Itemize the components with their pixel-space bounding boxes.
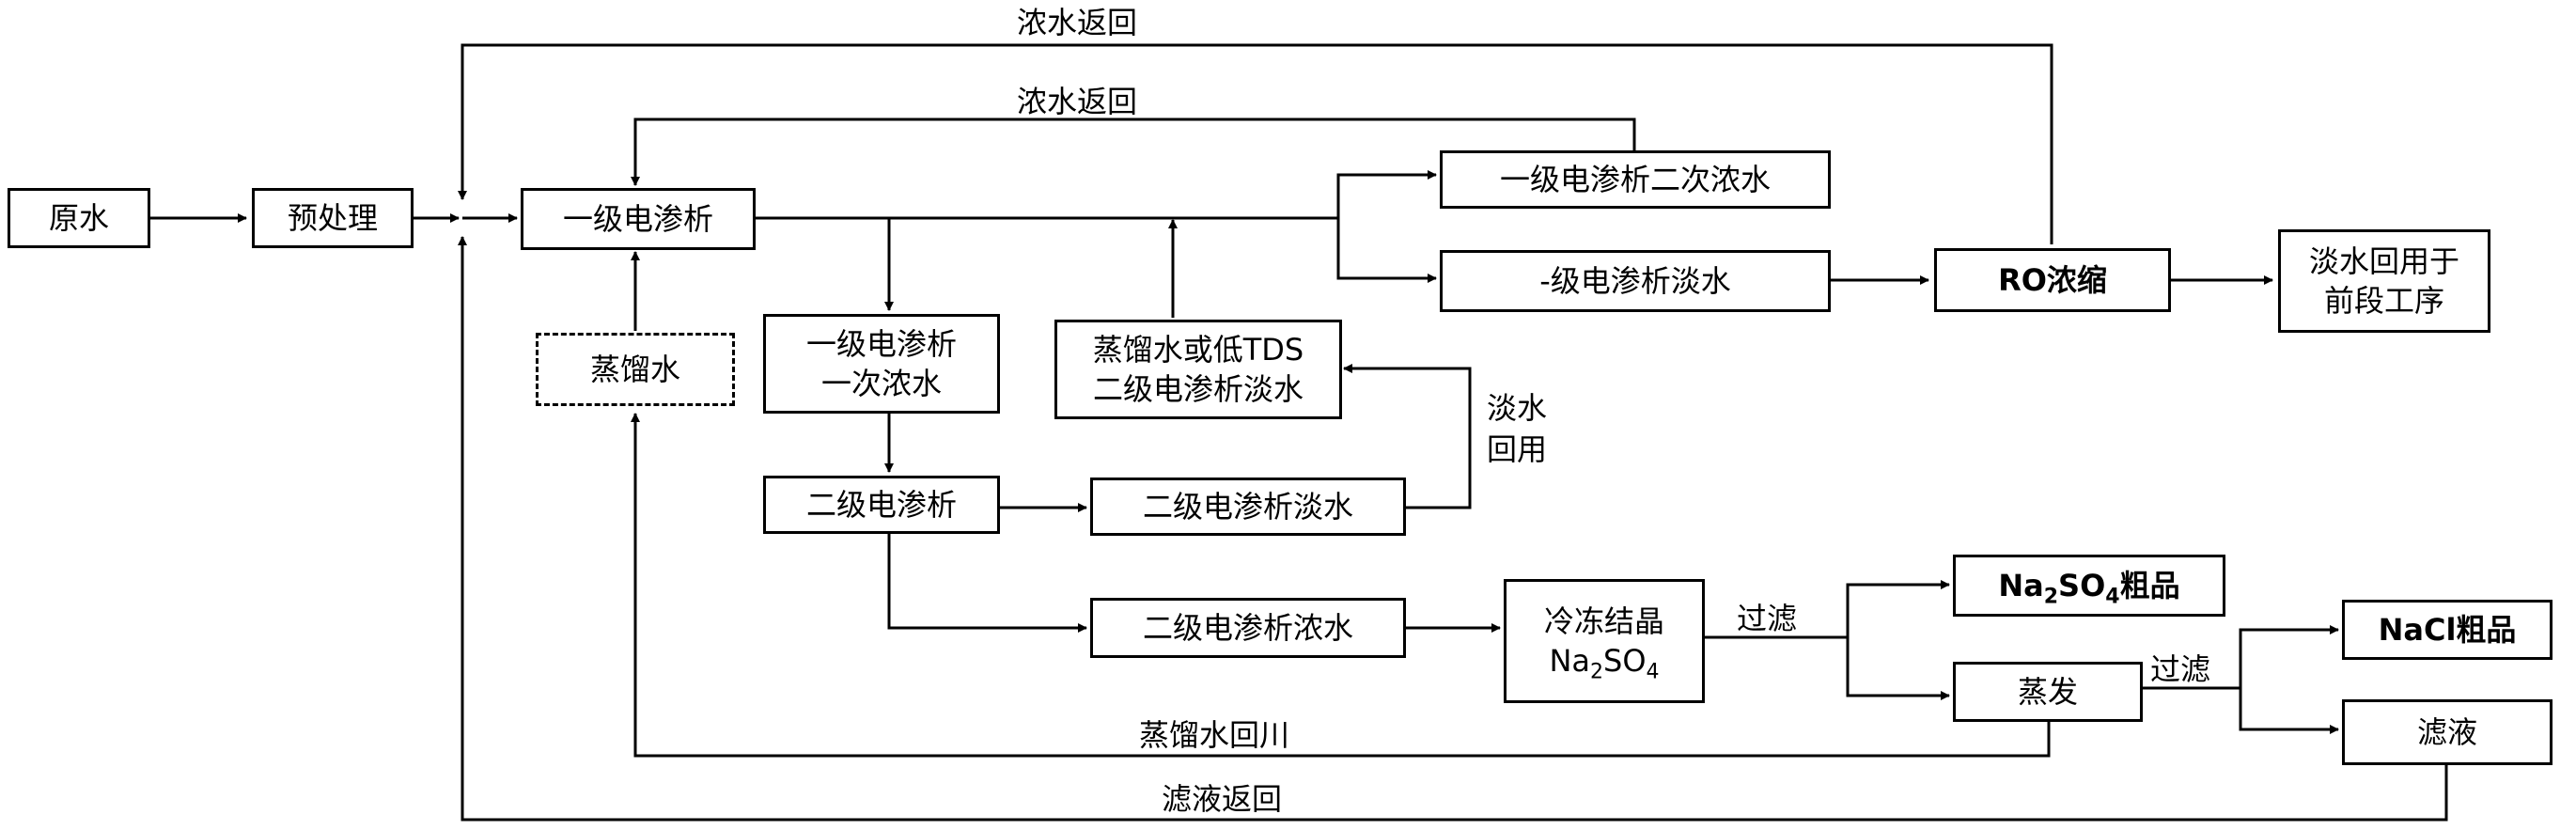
box-ed2-conc-label: 二级电渗析浓水 bbox=[1142, 610, 1353, 646]
na2so4-so: SO bbox=[2058, 568, 2106, 603]
box-distilled-water: 蒸馏水 bbox=[536, 333, 735, 406]
box-distilled-water-label: 蒸馏水 bbox=[589, 352, 680, 387]
label-fresh-reuse-line2: 回用 bbox=[1487, 431, 1548, 467]
box-distill-low-tds-line1: 蒸馏水或低TDS bbox=[1092, 332, 1304, 368]
freeze-sub2: 4 bbox=[1646, 660, 1660, 684]
box-ed2-fresh: 二级电渗析淡水 bbox=[1090, 478, 1406, 536]
box-ro-concentration: RO浓缩 bbox=[1934, 248, 2171, 312]
label-distill-reuse: 蒸馏水回川 bbox=[1139, 717, 1290, 753]
label-filter-2: 过滤 bbox=[2150, 651, 2211, 687]
box-distill-low-tds-line2: 二级电渗析淡水 bbox=[1092, 371, 1304, 407]
loop-filtrate-return bbox=[458, 236, 2448, 822]
loop-conc-return-top bbox=[458, 43, 2053, 244]
box-filtrate-label: 滤液 bbox=[2416, 714, 2477, 750]
na2so4-tail: 粗品 bbox=[2119, 568, 2180, 603]
branch-top bbox=[1336, 170, 1437, 218]
na2so4-sub2: 4 bbox=[2105, 585, 2120, 609]
box-freeze-line1: 冷冻结晶 bbox=[1543, 603, 1664, 639]
na2so4-na: Na bbox=[1998, 568, 2044, 603]
box-ed2-conc: 二级电渗析浓水 bbox=[1090, 598, 1406, 658]
box-raw-water: 原水 bbox=[8, 188, 150, 248]
box-pretreatment-label: 预处理 bbox=[287, 200, 378, 236]
box-raw-water-label: 原水 bbox=[48, 200, 109, 236]
box-pretreatment: 预处理 bbox=[252, 188, 414, 248]
box-na2so4-formula: Na2SO4粗品 bbox=[1998, 566, 2180, 609]
label-fresh-reuse-line1: 淡水 bbox=[1487, 390, 1548, 426]
branch-bottom bbox=[1336, 218, 1437, 283]
box-ed2-label: 二级电渗析 bbox=[805, 487, 957, 523]
freeze-so: SO bbox=[1603, 643, 1647, 679]
box-ed1-primary-conc-line1: 一级电渗析 bbox=[805, 326, 957, 362]
box-fresh-reuse-line2: 前段工序 bbox=[2323, 283, 2444, 319]
box-filtrate: 滤液 bbox=[2342, 699, 2553, 765]
box-fresh-reuse: 淡水回用于 前段工序 bbox=[2278, 229, 2490, 333]
label-filter-1: 过滤 bbox=[1737, 601, 1798, 636]
box-freeze-crystallize: 冷冻结晶 Na2SO4 bbox=[1504, 579, 1705, 703]
arrow-ed2-to-conc2 bbox=[887, 534, 1087, 633]
box-ed2: 二级电渗析 bbox=[763, 476, 1000, 534]
box-na2so4-crude: Na2SO4粗品 bbox=[1953, 555, 2225, 617]
box-ed1-primary-conc-line2: 一次浓水 bbox=[820, 366, 942, 401]
branch-na2so4 bbox=[1846, 580, 1950, 637]
box-evaporate: 蒸发 bbox=[1953, 662, 2143, 722]
branch-nacl bbox=[2239, 625, 2339, 688]
label-conc-return-top: 浓水返回 bbox=[1017, 5, 1138, 40]
freeze-sub1: 2 bbox=[1590, 660, 1604, 684]
box-freeze-formula: Na2SO4 bbox=[1549, 641, 1660, 684]
freeze-na: Na bbox=[1549, 643, 1591, 679]
branch-filtrate bbox=[2239, 688, 2339, 734]
branch-evaporate bbox=[1846, 637, 1950, 700]
box-ed1-label: 一级电渗析 bbox=[562, 201, 713, 237]
loop-fresh-reuse bbox=[1343, 364, 1472, 509]
box-ed1-secondary-conc-label: 一级电渗析二次浓水 bbox=[1499, 162, 1771, 197]
label-conc-return-mid: 浓水返回 bbox=[1017, 84, 1138, 119]
box-fresh-reuse-line1: 淡水回用于 bbox=[2308, 243, 2459, 279]
label-fresh-reuse: 淡水 回用 bbox=[1487, 387, 1547, 470]
box-ro-concentration-label: RO浓缩 bbox=[1998, 262, 2107, 298]
box-distill-low-tds: 蒸馏水或低TDS 二级电渗析淡水 bbox=[1054, 320, 1342, 419]
box-ed1: 一级电渗析 bbox=[521, 188, 756, 250]
label-filtrate-return: 滤液返回 bbox=[1162, 781, 1283, 817]
box-ed1-fresh-label: -级电渗析淡水 bbox=[1539, 263, 1731, 299]
box-nacl-crude-label: NaCl粗品 bbox=[2378, 612, 2517, 648]
na2so4-sub1: 2 bbox=[2043, 585, 2059, 609]
box-nacl-crude: NaCl粗品 bbox=[2342, 600, 2553, 660]
box-ed1-secondary-conc: 一级电渗析二次浓水 bbox=[1440, 150, 1831, 209]
loop-distill-reuse bbox=[631, 413, 2051, 758]
loop-conc-return-mid bbox=[631, 117, 1636, 186]
box-ed1-primary-conc: 一级电渗析 一次浓水 bbox=[763, 314, 1000, 414]
box-ed2-fresh-label: 二级电渗析淡水 bbox=[1142, 489, 1353, 525]
box-evaporate-label: 蒸发 bbox=[2017, 674, 2078, 710]
box-ed1-fresh: -级电渗析淡水 bbox=[1440, 250, 1831, 312]
